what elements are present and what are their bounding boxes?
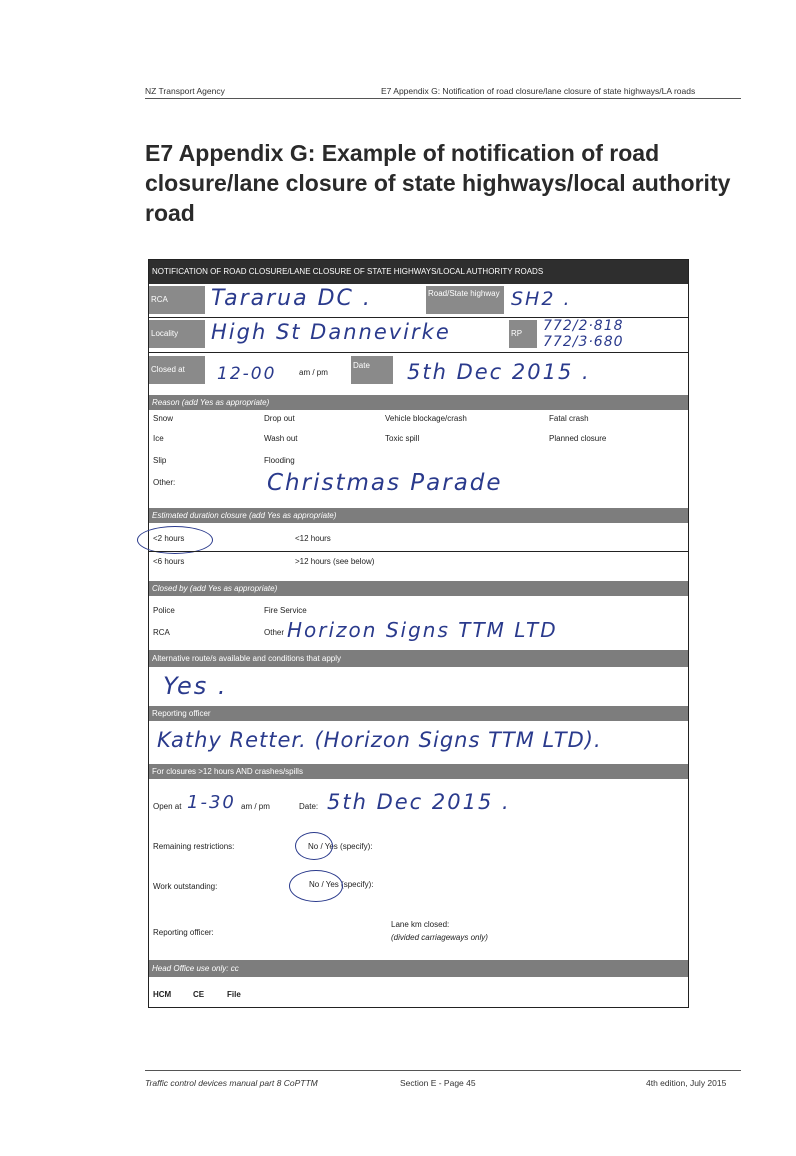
footer-left: Traffic control devices manual part 8 Co…: [145, 1078, 318, 1088]
reason-washout: Wash out: [264, 434, 298, 443]
rp-value-1: 772/2·818: [543, 318, 624, 334]
open-at-label: Open at: [153, 802, 182, 811]
closed-date-value: 5th Dec 2015 .: [407, 360, 591, 384]
rca-value: Tararua DC .: [211, 286, 372, 311]
officer-heading: Reporting officer: [149, 706, 688, 721]
locality-value: High St Dannevirke: [211, 320, 451, 344]
duration-gt12: >12 hours (see below): [295, 557, 375, 566]
rp-value-2: 772/3·680: [543, 334, 624, 350]
reason-planned: Planned closure: [549, 434, 607, 443]
officer-value: Kathy Retter. (Horizon Signs TTM LTD).: [157, 728, 602, 752]
rca-label: RCA: [149, 286, 205, 314]
header-divider: [145, 98, 741, 99]
remaining-no-circle: [295, 832, 333, 860]
reason-dropout: Drop out: [264, 414, 295, 423]
duration-lt6: <6 hours: [153, 557, 185, 566]
lanekm-label: Lane km closed:: [391, 920, 450, 929]
alternative-value: Yes .: [163, 672, 228, 700]
notification-form: NOTIFICATION OF ROAD CLOSURE/LANE CLOSUR…: [137, 259, 689, 1008]
reason-heading: Reason (add Yes as appropriate): [149, 395, 688, 410]
open-at-value: 1-30: [187, 792, 236, 813]
reason-other-label: Other:: [153, 478, 176, 487]
reason-fatal: Fatal crash: [549, 414, 589, 423]
reason-snow: Snow: [153, 414, 174, 423]
headoffice-hcm: HCM: [153, 990, 172, 999]
lanekm-note: (divided carriageways only): [391, 933, 488, 942]
reason-other-value: Christmas Parade: [267, 470, 503, 496]
header-left: NZ Transport Agency: [145, 86, 225, 96]
page-title: E7 Appendix G: Example of notification o…: [145, 140, 731, 226]
closedby-fire: Fire Service: [264, 606, 307, 615]
alternative-heading: Alternative route/s available and condit…: [149, 650, 688, 667]
rp-label: RP: [509, 320, 537, 348]
duration-lt12: <12 hours: [295, 534, 331, 543]
road-value: SH2 .: [511, 288, 572, 310]
open-date-label: Date:: [299, 802, 319, 811]
closedby-police: Police: [153, 606, 175, 615]
closed-ampm: am / pm: [299, 368, 328, 377]
reason-flooding: Flooding: [264, 456, 295, 465]
reason-slip: Slip: [153, 456, 167, 465]
reason-toxic: Toxic spill: [385, 434, 420, 443]
closedby-other-value: Horizon Signs TTM LTD: [287, 618, 558, 642]
remaining-value: No / Yes (specify):: [308, 842, 373, 851]
closed-at-label: Closed at: [149, 356, 205, 384]
locality-label: Locality: [149, 320, 205, 348]
header-right: E7 Appendix G: Notification of road clos…: [381, 86, 696, 96]
headoffice-heading: Head Office use only: cc: [149, 960, 688, 977]
footer-center: Section E - Page 45: [400, 1078, 476, 1088]
form-heading: NOTIFICATION OF ROAD CLOSURE/LANE CLOSUR…: [149, 260, 688, 284]
closedby-other-label: Other: [264, 628, 285, 637]
officer2-label: Reporting officer:: [153, 928, 214, 937]
work-label: Work outstanding:: [153, 882, 218, 891]
remaining-label: Remaining restrictions:: [153, 842, 235, 851]
road-label: Road/State highway: [426, 286, 504, 314]
reason-ice: Ice: [153, 434, 164, 443]
open-date-value: 5th Dec 2015 .: [327, 790, 511, 814]
closedby-rca: RCA: [153, 628, 170, 637]
closed-at-value: 12-00: [217, 364, 277, 384]
closed-date-label: Date: [351, 356, 393, 384]
closedby-heading: Closed by (add Yes as appropriate): [149, 581, 688, 596]
work-no-circle: [289, 870, 343, 902]
headoffice-ce: CE: [193, 990, 205, 999]
duration-heading: Estimated duration closure (add Yes as a…: [149, 508, 688, 523]
headoffice-file: File: [227, 990, 241, 999]
open-at-ampm: am / pm: [241, 802, 270, 811]
footer-right: 4th edition, July 2015: [646, 1078, 727, 1088]
reason-vehicle: Vehicle blockage/crash: [385, 414, 467, 423]
duration-lt2-circle: [137, 526, 213, 554]
footer-divider: [145, 1070, 741, 1071]
closures-heading: For closures >12 hours AND crashes/spill…: [149, 764, 688, 779]
